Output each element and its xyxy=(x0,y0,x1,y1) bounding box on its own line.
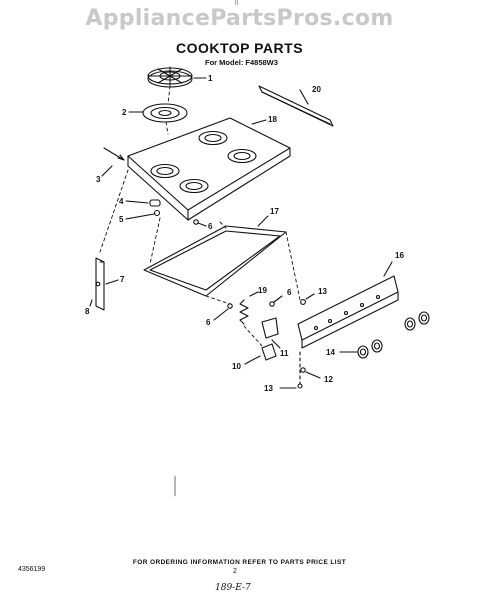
model-line: For Model: F4858W3 xyxy=(205,58,278,67)
callout-6b: 6 xyxy=(287,288,292,297)
callout-13b: 13 xyxy=(264,384,273,393)
spring-part xyxy=(239,299,249,325)
callout-13a: 13 xyxy=(318,287,327,296)
knob-bracket-part xyxy=(261,343,277,361)
clip-part xyxy=(261,317,279,339)
header-mark: ll xyxy=(235,0,239,7)
callout-4: 4 xyxy=(119,197,124,206)
page-title: COOKTOP PARTS xyxy=(175,40,304,56)
callout-10: 10 xyxy=(232,362,241,371)
callout-20: 20 xyxy=(312,85,321,94)
callout-6c: 6 xyxy=(206,318,211,327)
callout-3: 3 xyxy=(96,175,101,184)
callout-18: 18 xyxy=(268,115,277,124)
knob-part xyxy=(357,311,430,359)
trim-strip-part xyxy=(258,85,334,127)
burner-grate-part xyxy=(147,66,193,88)
callout-2: 2 xyxy=(122,108,127,117)
callout-12: 12 xyxy=(324,375,333,384)
side-support-part xyxy=(95,257,105,311)
callout-8: 8 xyxy=(85,307,90,316)
document-number: 4356199 xyxy=(18,566,46,573)
burner-bowl-part xyxy=(142,103,188,123)
callout-16: 16 xyxy=(395,251,404,260)
ordering-info: FOR ORDERING INFORMATION REFER TO PARTS … xyxy=(132,559,347,566)
callout-19: 19 xyxy=(258,286,267,295)
callout-7: 7 xyxy=(120,275,125,284)
callout-5: 5 xyxy=(119,215,124,224)
cooktop-part xyxy=(127,117,291,221)
page-number: 2 xyxy=(233,568,237,575)
handwritten-note: 189-E-7 xyxy=(215,583,251,593)
callout-6a: 6 xyxy=(208,222,213,231)
watermark: AppliancePartsPros.com xyxy=(85,6,394,31)
callout-17: 17 xyxy=(270,207,279,216)
control-panel-part xyxy=(297,275,399,349)
callout-14: 14 xyxy=(326,348,335,357)
callout-11: 11 xyxy=(280,349,289,358)
bracket-part xyxy=(149,199,161,217)
callout-1: 1 xyxy=(208,74,213,83)
